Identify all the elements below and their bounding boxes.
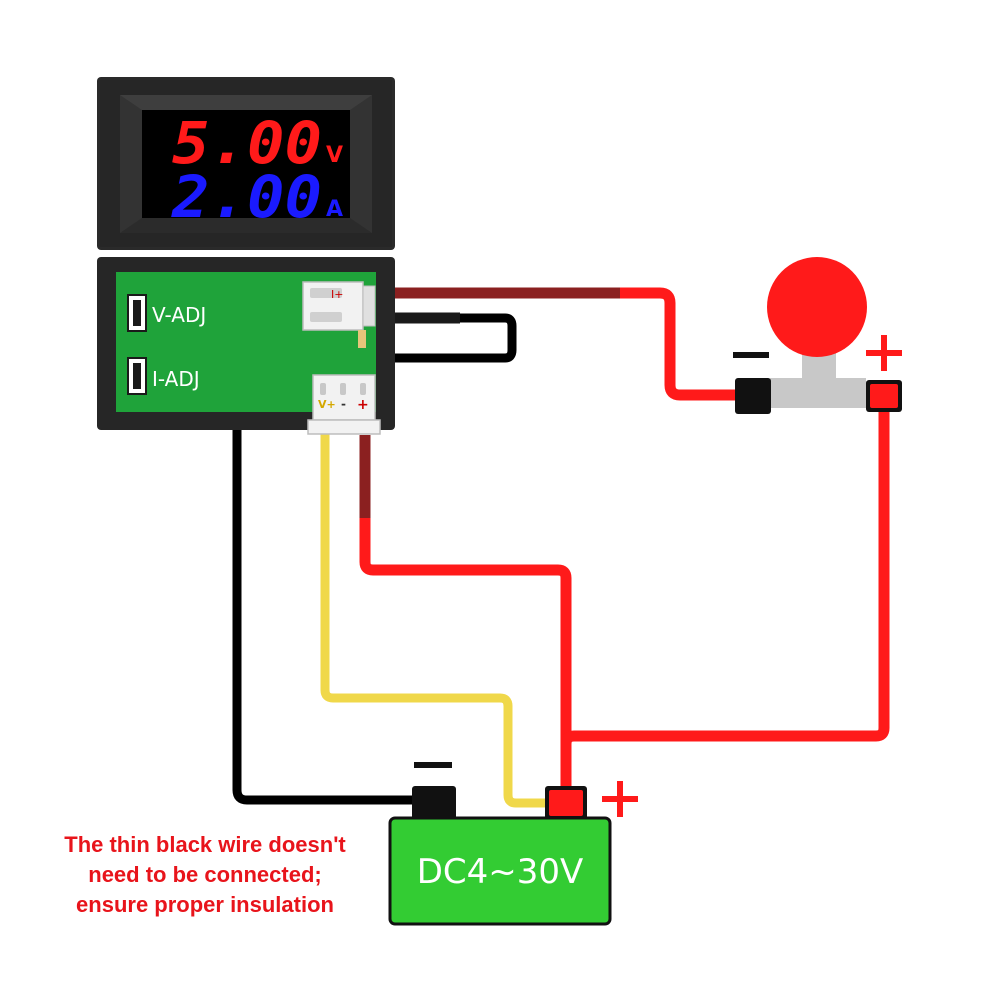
i-adj-label: I-ADJ	[152, 367, 200, 391]
battery-voltage-label: DC4~30V	[417, 852, 584, 892]
battery-minus-sign	[414, 762, 452, 768]
battery-minus-terminal	[412, 786, 456, 820]
wiring-note: The thin black wire doesn't need to be c…	[30, 830, 380, 920]
v-adj-label: V-ADJ	[152, 303, 206, 327]
current-connector	[302, 281, 376, 348]
voltage-unit: V	[326, 143, 343, 168]
current-readout: 2.00	[171, 163, 322, 231]
current-unit: A	[326, 197, 343, 222]
plus-pin-label: +	[357, 397, 369, 413]
load-plus-wire	[560, 405, 890, 790]
minus-pin-label: -	[341, 397, 346, 411]
note-line-2: need to be connected;	[88, 862, 322, 887]
battery-plus-sign	[602, 781, 638, 817]
voltage-readout: 5.00	[172, 109, 322, 177]
load-device	[767, 257, 867, 408]
v-plus-pin-label: V+	[318, 398, 336, 411]
note-line-3: ensure proper insulation	[76, 892, 334, 917]
load-minus-sign	[733, 352, 769, 358]
load-plus-sign	[866, 335, 902, 371]
power-connector	[307, 374, 381, 435]
i-plus-pin-label: I+	[331, 288, 343, 301]
load-minus-terminal	[735, 378, 771, 414]
meter-display	[97, 77, 395, 250]
battery-body	[388, 816, 612, 926]
note-line-1: The thin black wire doesn't	[64, 832, 346, 857]
